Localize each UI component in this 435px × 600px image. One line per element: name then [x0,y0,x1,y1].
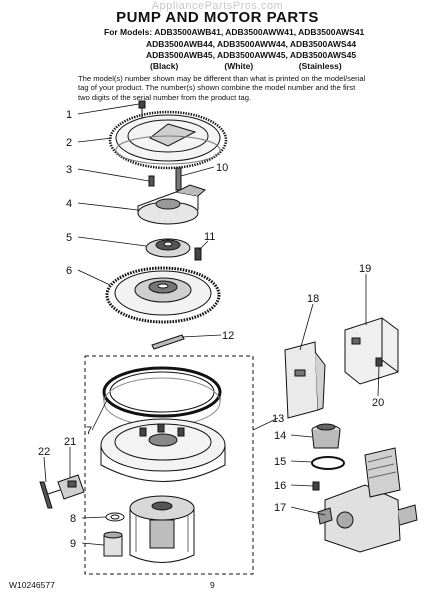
model-list: For Models: ADB3500AWB41, ADB3500AWW41, … [104,27,364,62]
part-screw-20 [375,357,383,367]
part-filter-housing [108,110,228,170]
part-impeller-disk [145,238,191,258]
callout-4: 4 [66,198,72,210]
callout-12: 12 [222,330,234,342]
part-wire-22 [39,481,61,509]
part-sump-body [100,418,226,482]
callout-5: 5 [66,232,72,244]
part-grommet-8 [105,512,125,522]
callout-numbers: 1 2 3 4 5 6 7 8 9 10 11 12 13 14 15 16 1… [38,109,384,550]
part-screw-16 [312,481,320,491]
part-screw-3 [148,175,155,187]
model-row-1: For Models: ADB3500AWB41, ADB3500AWW41, … [104,27,364,39]
part-cap-14 [311,423,341,449]
color-white: (White) [224,61,254,71]
callout-13: 13 [272,413,284,425]
callout-20: 20 [372,397,384,409]
color-black: (Black) [150,61,179,71]
models-prefix: For Models: [104,27,153,37]
part-cover-19 [344,317,399,385]
page-title: PUMP AND MOTOR PARTS [116,9,319,26]
callout-21: 21 [64,436,76,448]
callout-1: 1 [66,109,72,121]
callout-9: 9 [70,538,76,550]
page-number: 9 [210,580,215,590]
callout-6: 6 [66,265,72,277]
leader-lines [43,103,380,546]
model-line-1: ADB3500AWB41, ADB3500AWW41, ADB3500AWS41 [154,27,365,37]
watermark: AppliancePartsPros.com [151,0,284,12]
callout-16: 16 [274,480,286,492]
part-screw-11 [194,247,202,261]
callout-10: 10 [216,162,228,174]
model-line-2: ADB3500AWB44, ADB3500AWW44, ADB3500AWS44 [146,38,357,49]
callout-7: 7 [86,425,92,437]
model-note: The model(s) number shown may be differe… [78,74,366,102]
color-stainless: (Stainless) [298,61,342,71]
part-drain-pump [317,447,418,553]
callout-8: 8 [70,513,76,525]
part-chopper-assembly [137,184,206,225]
part-bracket-18 [284,341,326,419]
assembly-13-boundary [84,355,254,575]
part-o-ring-15 [311,456,345,470]
callout-2: 2 [66,137,72,149]
part-wash-hub [105,266,221,324]
part-seal-12 [151,334,185,350]
part-pin-10 [175,167,182,191]
callout-18: 18 [307,293,319,305]
callout-17: 17 [274,502,286,514]
callout-19: 19 [359,263,371,275]
callout-15: 15 [274,456,286,468]
callout-22: 22 [38,446,50,458]
part-motor [129,495,195,563]
part-sump-ring [102,366,222,427]
part-terminal-21 [57,474,85,500]
part-plug-9 [103,531,123,557]
callout-14: 14 [274,430,286,442]
document-number: W10246577 [9,580,55,590]
callout-3: 3 [66,164,72,176]
model-line-3: ADB3500AWB45, ADB3500AWW45, ADB3500AWS45 [146,50,357,60]
callout-11: 11 [204,231,215,243]
color-labels: (Black) (White) (Stainless) [150,61,380,71]
